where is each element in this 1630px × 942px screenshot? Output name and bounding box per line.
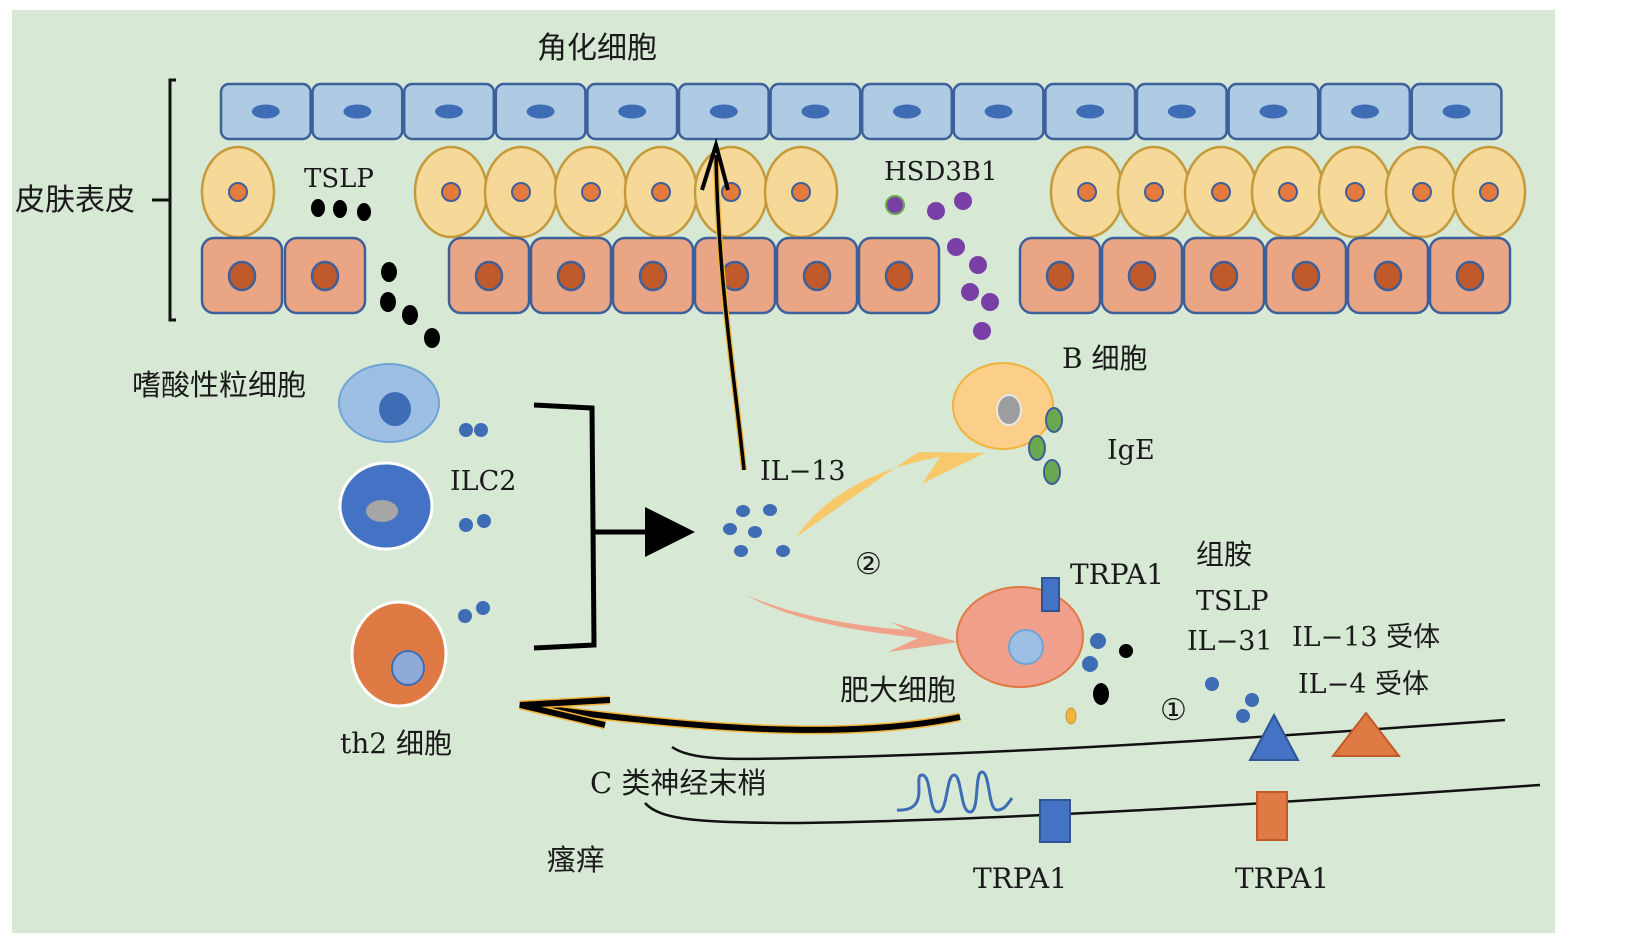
basal-cell (611, 236, 695, 315)
corneocyte-cell (952, 82, 1045, 141)
basal-cell (1428, 236, 1512, 315)
il13-receptor-label: IL−13 受体 (1292, 622, 1440, 653)
granular-cell (763, 145, 839, 239)
th2-cytokines (458, 601, 490, 623)
il4-receptor-label: IL−4 受体 (1298, 669, 1429, 700)
trpa1-nerve-blue-label: TRPA1 (973, 862, 1067, 895)
granular-cell (1116, 145, 1192, 239)
granular-cell (200, 145, 276, 239)
keratinocyte-title: 角化细胞 (537, 31, 657, 66)
basal-cell (200, 236, 284, 315)
granular-cell (413, 145, 489, 239)
il31-label: IL−31 (1187, 626, 1273, 657)
ige-label: IgE (1107, 435, 1155, 466)
histamine-label: 组胺 (1196, 538, 1252, 571)
il13-to-mastcell-arrow (746, 595, 958, 652)
trpa1-nerve-orange-label: TRPA1 (1235, 862, 1329, 895)
eosinophil-label: 嗜酸性粒细胞 (132, 368, 306, 402)
ige-antibodies (1028, 407, 1063, 485)
corneocyte-cell (860, 82, 954, 141)
circle-one-marker: ① (1160, 693, 1187, 728)
granular-cell (553, 145, 629, 239)
basal-layer (200, 236, 1512, 315)
ilc2-cytokines (459, 514, 491, 532)
basal-cell (447, 236, 531, 315)
basal-cell (283, 236, 367, 315)
granular-cell (693, 145, 769, 239)
il13-to-bcell-arrow (796, 452, 985, 537)
cell-group-bracket (533, 402, 695, 651)
mast-cell-mediators (1065, 633, 1259, 725)
basal-cell (529, 236, 613, 315)
c-nerve-label: C 类神经末梢 (590, 766, 766, 800)
corneocyte-cell (586, 82, 679, 141)
il13-label: IL−13 (760, 456, 846, 487)
hsd3b1-dots (885, 192, 999, 340)
b-cell (952, 362, 1054, 450)
action-potential-icon (896, 770, 1014, 814)
il13-receptor-icon (1248, 712, 1300, 761)
tslp-top-label: TSLP (304, 164, 374, 194)
il13-to-keratinocyte-arrow (700, 137, 747, 471)
il13-dots (723, 504, 790, 557)
corneocyte-cell (1227, 82, 1320, 141)
mastcell-to-th2-arrow (518, 695, 961, 735)
corneocyte-cell (677, 82, 770, 141)
basal-cell (1346, 236, 1430, 315)
tslp-dots (311, 199, 440, 348)
granular-cell (1451, 145, 1527, 239)
corneocyte-cell (311, 82, 404, 141)
basal-cell (775, 236, 859, 315)
granular-cell (1317, 145, 1393, 239)
granular-layer (200, 145, 1527, 239)
eosinophil-cell (338, 363, 440, 443)
corneocyte-cell (219, 82, 312, 141)
trpa1-nerve-blue-icon (1039, 799, 1071, 843)
basal-cell (1018, 236, 1102, 315)
basal-cell (693, 236, 777, 315)
granular-cell (1049, 145, 1125, 239)
epidermis-label: 皮肤表皮 (15, 183, 135, 218)
granular-cell (623, 145, 699, 239)
basal-cell (857, 236, 941, 315)
epidermis-bracket (152, 78, 176, 322)
il4-receptor-icon (1330, 711, 1402, 757)
basal-cell (1264, 236, 1348, 315)
basal-cell (1182, 236, 1266, 315)
eosinophil-cytokines (459, 423, 488, 437)
b-cell-label: B 细胞 (1062, 342, 1147, 375)
th2-cell (350, 600, 448, 708)
circle-two-marker: ② (855, 547, 882, 582)
mast-cell (956, 577, 1084, 688)
mast-cell-label: 肥大细胞 (840, 673, 956, 707)
granular-cell (1384, 145, 1460, 239)
corneocyte-cell (1318, 82, 1412, 141)
trpa1-mast-receptor (1041, 577, 1060, 612)
th2-label: th2 细胞 (340, 727, 452, 760)
basal-cell (1100, 236, 1184, 315)
corneocyte-cell (402, 82, 496, 141)
trpa1-nerve-orange-icon (1256, 791, 1288, 841)
tslp-mast-label: TSLP (1196, 586, 1269, 617)
c-nerve-fiber (644, 718, 1541, 825)
itch-label: 瘙痒 (547, 843, 605, 877)
trpa1-mast-label: TRPA1 (1070, 558, 1164, 591)
granular-cell (1250, 145, 1326, 239)
corneocyte-cell (1410, 82, 1503, 141)
granular-cell (483, 145, 559, 239)
ilc2-cell (338, 461, 434, 551)
corneocyte-cell (494, 82, 587, 141)
corneocyte-cell (1044, 82, 1137, 141)
corneocyte-cell (1135, 82, 1228, 141)
corneocyte-cell (769, 82, 862, 141)
stratum-corneum-layer (219, 82, 1503, 141)
hsd3b1-label: HSD3B1 (884, 157, 998, 187)
granular-cell (1183, 145, 1259, 239)
ilc2-label: ILC2 (450, 466, 516, 497)
